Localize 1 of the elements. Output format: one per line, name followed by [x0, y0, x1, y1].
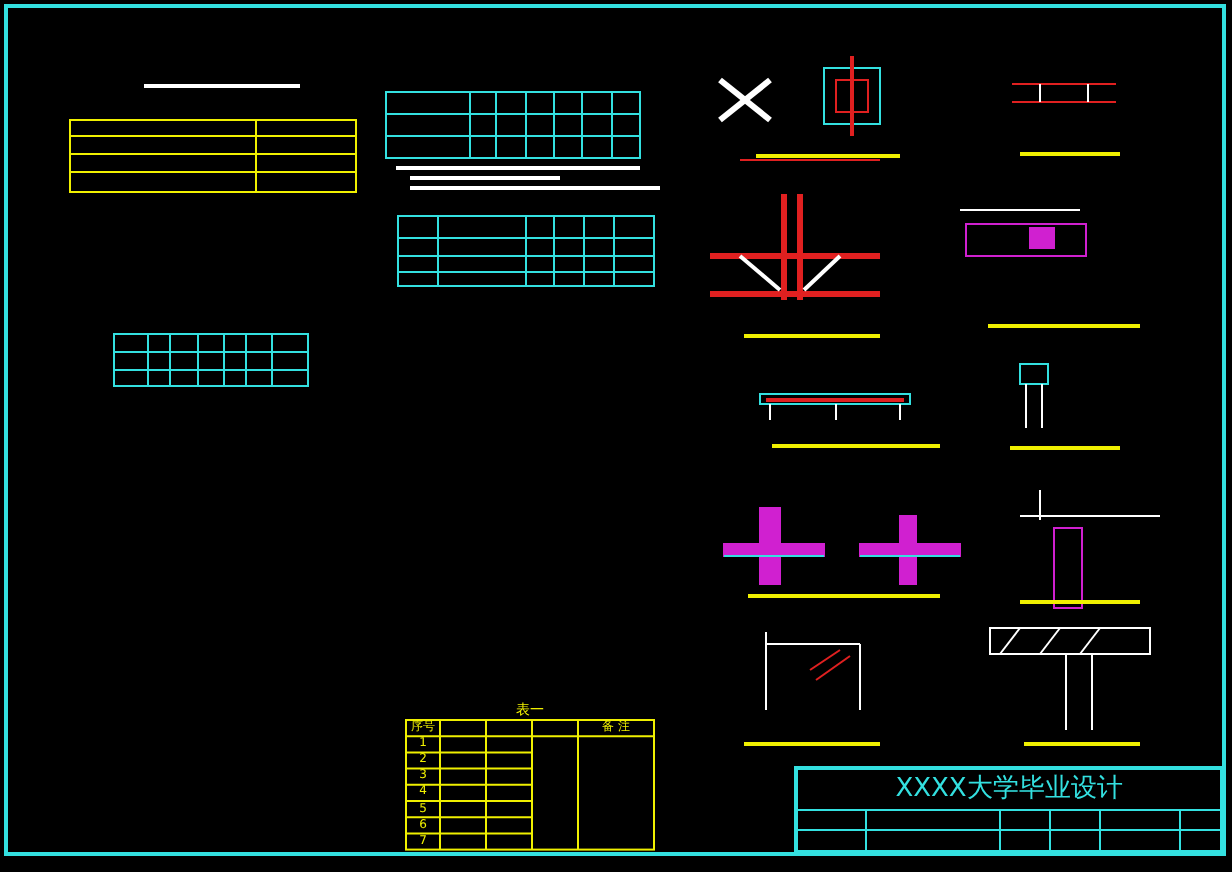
- drawing-title: XXXX大学毕业设计: [893, 776, 1125, 802]
